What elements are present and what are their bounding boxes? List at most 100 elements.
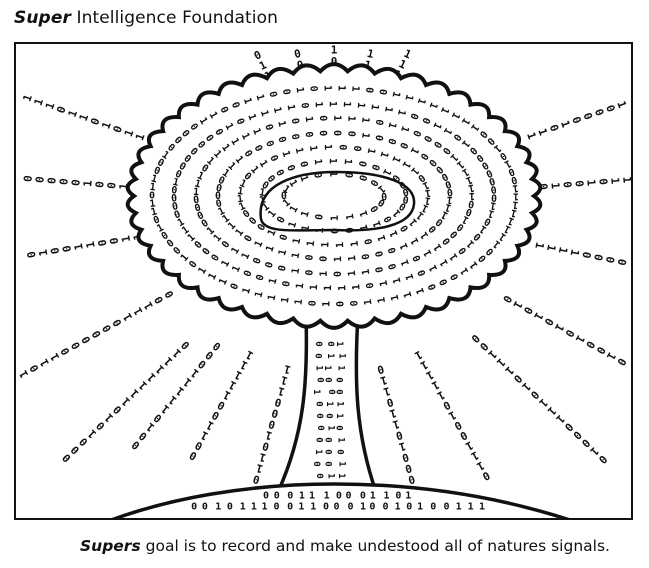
- ground-digit: 0: [287, 502, 293, 513]
- ground-digit: 1: [215, 502, 221, 513]
- crown-digit: 0: [441, 235, 453, 247]
- ground-digit: 1: [261, 502, 267, 513]
- crown-digit: 1: [376, 296, 388, 304]
- ray-digit: 1: [548, 182, 562, 190]
- crown-digit: 0: [193, 195, 200, 207]
- crown-digit: 1: [355, 102, 367, 109]
- ray-digit: 0: [376, 362, 386, 376]
- ground-digit: 0: [287, 491, 293, 502]
- crown-digit: 1: [250, 127, 262, 137]
- ground-digit: 1: [298, 502, 304, 513]
- crown-digit: 1: [389, 90, 401, 98]
- crown-digit: 0: [399, 223, 412, 234]
- crown-digit: 1: [253, 239, 266, 249]
- crown-digit: 1: [149, 198, 156, 210]
- crown-digit: 1: [365, 147, 377, 155]
- crown-digit: 0: [455, 221, 466, 233]
- crown-digit: 1: [220, 167, 231, 179]
- crown-digit: 1: [375, 182, 387, 194]
- crown-digit: 1: [459, 265, 472, 276]
- crown-digit: 1: [321, 301, 332, 307]
- ray-digit: 1: [608, 177, 622, 185]
- crown-digit: 1: [449, 110, 462, 120]
- crown-digit: 0: [229, 282, 241, 292]
- ray-digit: 1: [556, 246, 570, 256]
- ray-digit: 0: [105, 182, 119, 190]
- crown-digit: 1: [468, 259, 480, 270]
- crown-digit: 1: [378, 279, 390, 287]
- trunk-digit: 0: [313, 353, 323, 358]
- crown-digit: 1: [341, 101, 352, 108]
- crown-digit: 1: [392, 276, 404, 285]
- crown-digit: 1: [258, 187, 266, 199]
- ground-digit: 0: [360, 491, 366, 502]
- ray-digit: 0: [261, 439, 271, 453]
- crown-digit: 0: [297, 160, 309, 168]
- trunk-digit: 0: [315, 377, 325, 382]
- crown-digit: 1: [380, 167, 393, 177]
- trunk-digit: 1: [334, 341, 344, 346]
- ray-digit: 0: [407, 472, 417, 486]
- crown-digit: 1: [171, 177, 180, 189]
- crown-digit: 0: [241, 208, 253, 220]
- crown-digit: 1: [320, 242, 331, 249]
- ground-digit: 0: [369, 502, 375, 513]
- crown-digit: 0: [277, 264, 289, 272]
- ray-digit: 0: [88, 116, 102, 127]
- ground-digit: 1: [309, 491, 315, 502]
- crown-digit: 1: [197, 116, 210, 127]
- ray-digit: 0: [591, 253, 605, 262]
- ray-digit: 1: [558, 119, 573, 130]
- page-title: Super Intelligence Foundation: [14, 8, 278, 28]
- ground-digit: 1: [468, 502, 474, 513]
- trunk-digit: 1: [336, 437, 346, 442]
- crown-digit: 0: [177, 161, 188, 174]
- crown-digit: 1: [333, 256, 344, 262]
- crown-digit: 1: [204, 155, 216, 167]
- brand-name: Super: [14, 8, 71, 28]
- ray-digit: 0: [536, 183, 550, 191]
- crown-digit: 0: [446, 186, 453, 198]
- ray-digit: 1: [99, 120, 114, 131]
- crown-digit: 0: [376, 196, 387, 208]
- ray-digit: 0: [592, 107, 606, 118]
- crown-digit: 0: [160, 230, 171, 242]
- crown-digit: 1: [306, 240, 318, 247]
- crown-digit: 1: [293, 298, 305, 305]
- crown-digit: 1: [415, 97, 427, 106]
- crown-digit: 1: [233, 154, 245, 166]
- crown-digit: 1: [231, 264, 243, 274]
- ray-digit: 0: [580, 111, 594, 122]
- crown-digit: 1: [349, 85, 360, 92]
- crown-digit: 1: [307, 145, 319, 152]
- binary-tree-illustration: 0100110111111001101011011111110010000011…: [17, 44, 631, 518]
- ground-digit: 0: [202, 502, 208, 513]
- ground-digit: 0: [443, 502, 449, 513]
- crown-digit: 1: [241, 97, 253, 106]
- trunk-digit: 1: [322, 365, 332, 370]
- ground-digit: 1: [299, 491, 305, 502]
- crown-digit: 1: [371, 219, 383, 228]
- crown-digit: 0: [265, 173, 277, 185]
- crown-digit: 1: [408, 165, 420, 177]
- crown-digit: 0: [345, 130, 356, 137]
- ray-digit: 1: [378, 373, 388, 387]
- crown-digit: 1: [358, 209, 370, 218]
- crown-digit: 1: [253, 290, 265, 299]
- crown-digit: 1: [300, 224, 312, 232]
- crown-digit: 0: [450, 131, 462, 142]
- crown-digit: 0: [263, 139, 275, 148]
- ground-digit: 0: [336, 491, 342, 502]
- crown-digit: 0: [372, 134, 384, 142]
- ground-digit: 1: [240, 502, 246, 513]
- crown-digit: 1: [459, 138, 471, 150]
- crown-digit: 0: [367, 177, 380, 188]
- ray-digit: 1: [544, 243, 558, 253]
- crown-digit: 0: [382, 213, 395, 224]
- ray-digit: 0: [596, 178, 610, 186]
- crown-digit: 0: [149, 191, 155, 202]
- trunk-digit: 0: [334, 449, 344, 454]
- ray-digit: 1: [72, 242, 86, 251]
- ray-digit: 1: [279, 373, 289, 387]
- crown-digit: 1: [330, 215, 341, 221]
